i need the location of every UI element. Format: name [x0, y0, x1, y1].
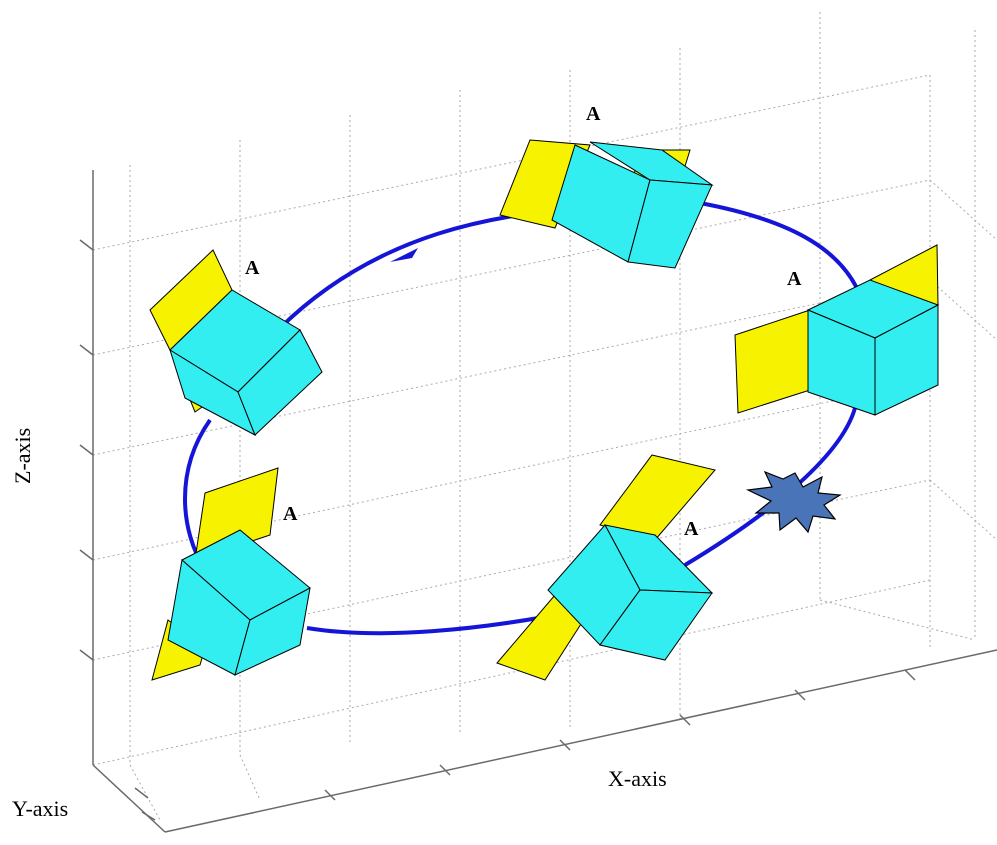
- satellite-right-label: A: [787, 268, 802, 290]
- cube-side-face: [237, 329, 323, 436]
- satellite-bottom-right-label: A: [684, 518, 699, 540]
- z-axis-label: Z-axis: [10, 427, 35, 484]
- satellite-right: [734, 244, 940, 416]
- axes: [79, 170, 997, 833]
- solar-panel-upper: [194, 467, 279, 561]
- cube-side-face: [599, 589, 713, 661]
- cube-side-face: [627, 179, 713, 269]
- cube-side-face: [234, 587, 311, 676]
- satellite-top-label: A: [586, 103, 601, 125]
- y-axis-label: Y-axis: [12, 796, 69, 821]
- satellite-left-label: A: [245, 257, 260, 279]
- cube-side-face: [874, 304, 939, 416]
- satellite-bottom-left: [151, 467, 311, 681]
- satellite-top: [499, 139, 714, 269]
- satellite-bottom-left-label: A: [283, 503, 298, 525]
- solar-panel-left: [734, 309, 811, 414]
- satellite-left: [149, 249, 323, 437]
- event-marker-burst: [745, 470, 842, 534]
- satellite-bottom-right: [496, 454, 716, 681]
- solar-panel-front: [499, 139, 591, 229]
- orbit-direction-arrow: [390, 248, 418, 262]
- x-axis-label: X-axis: [608, 766, 667, 791]
